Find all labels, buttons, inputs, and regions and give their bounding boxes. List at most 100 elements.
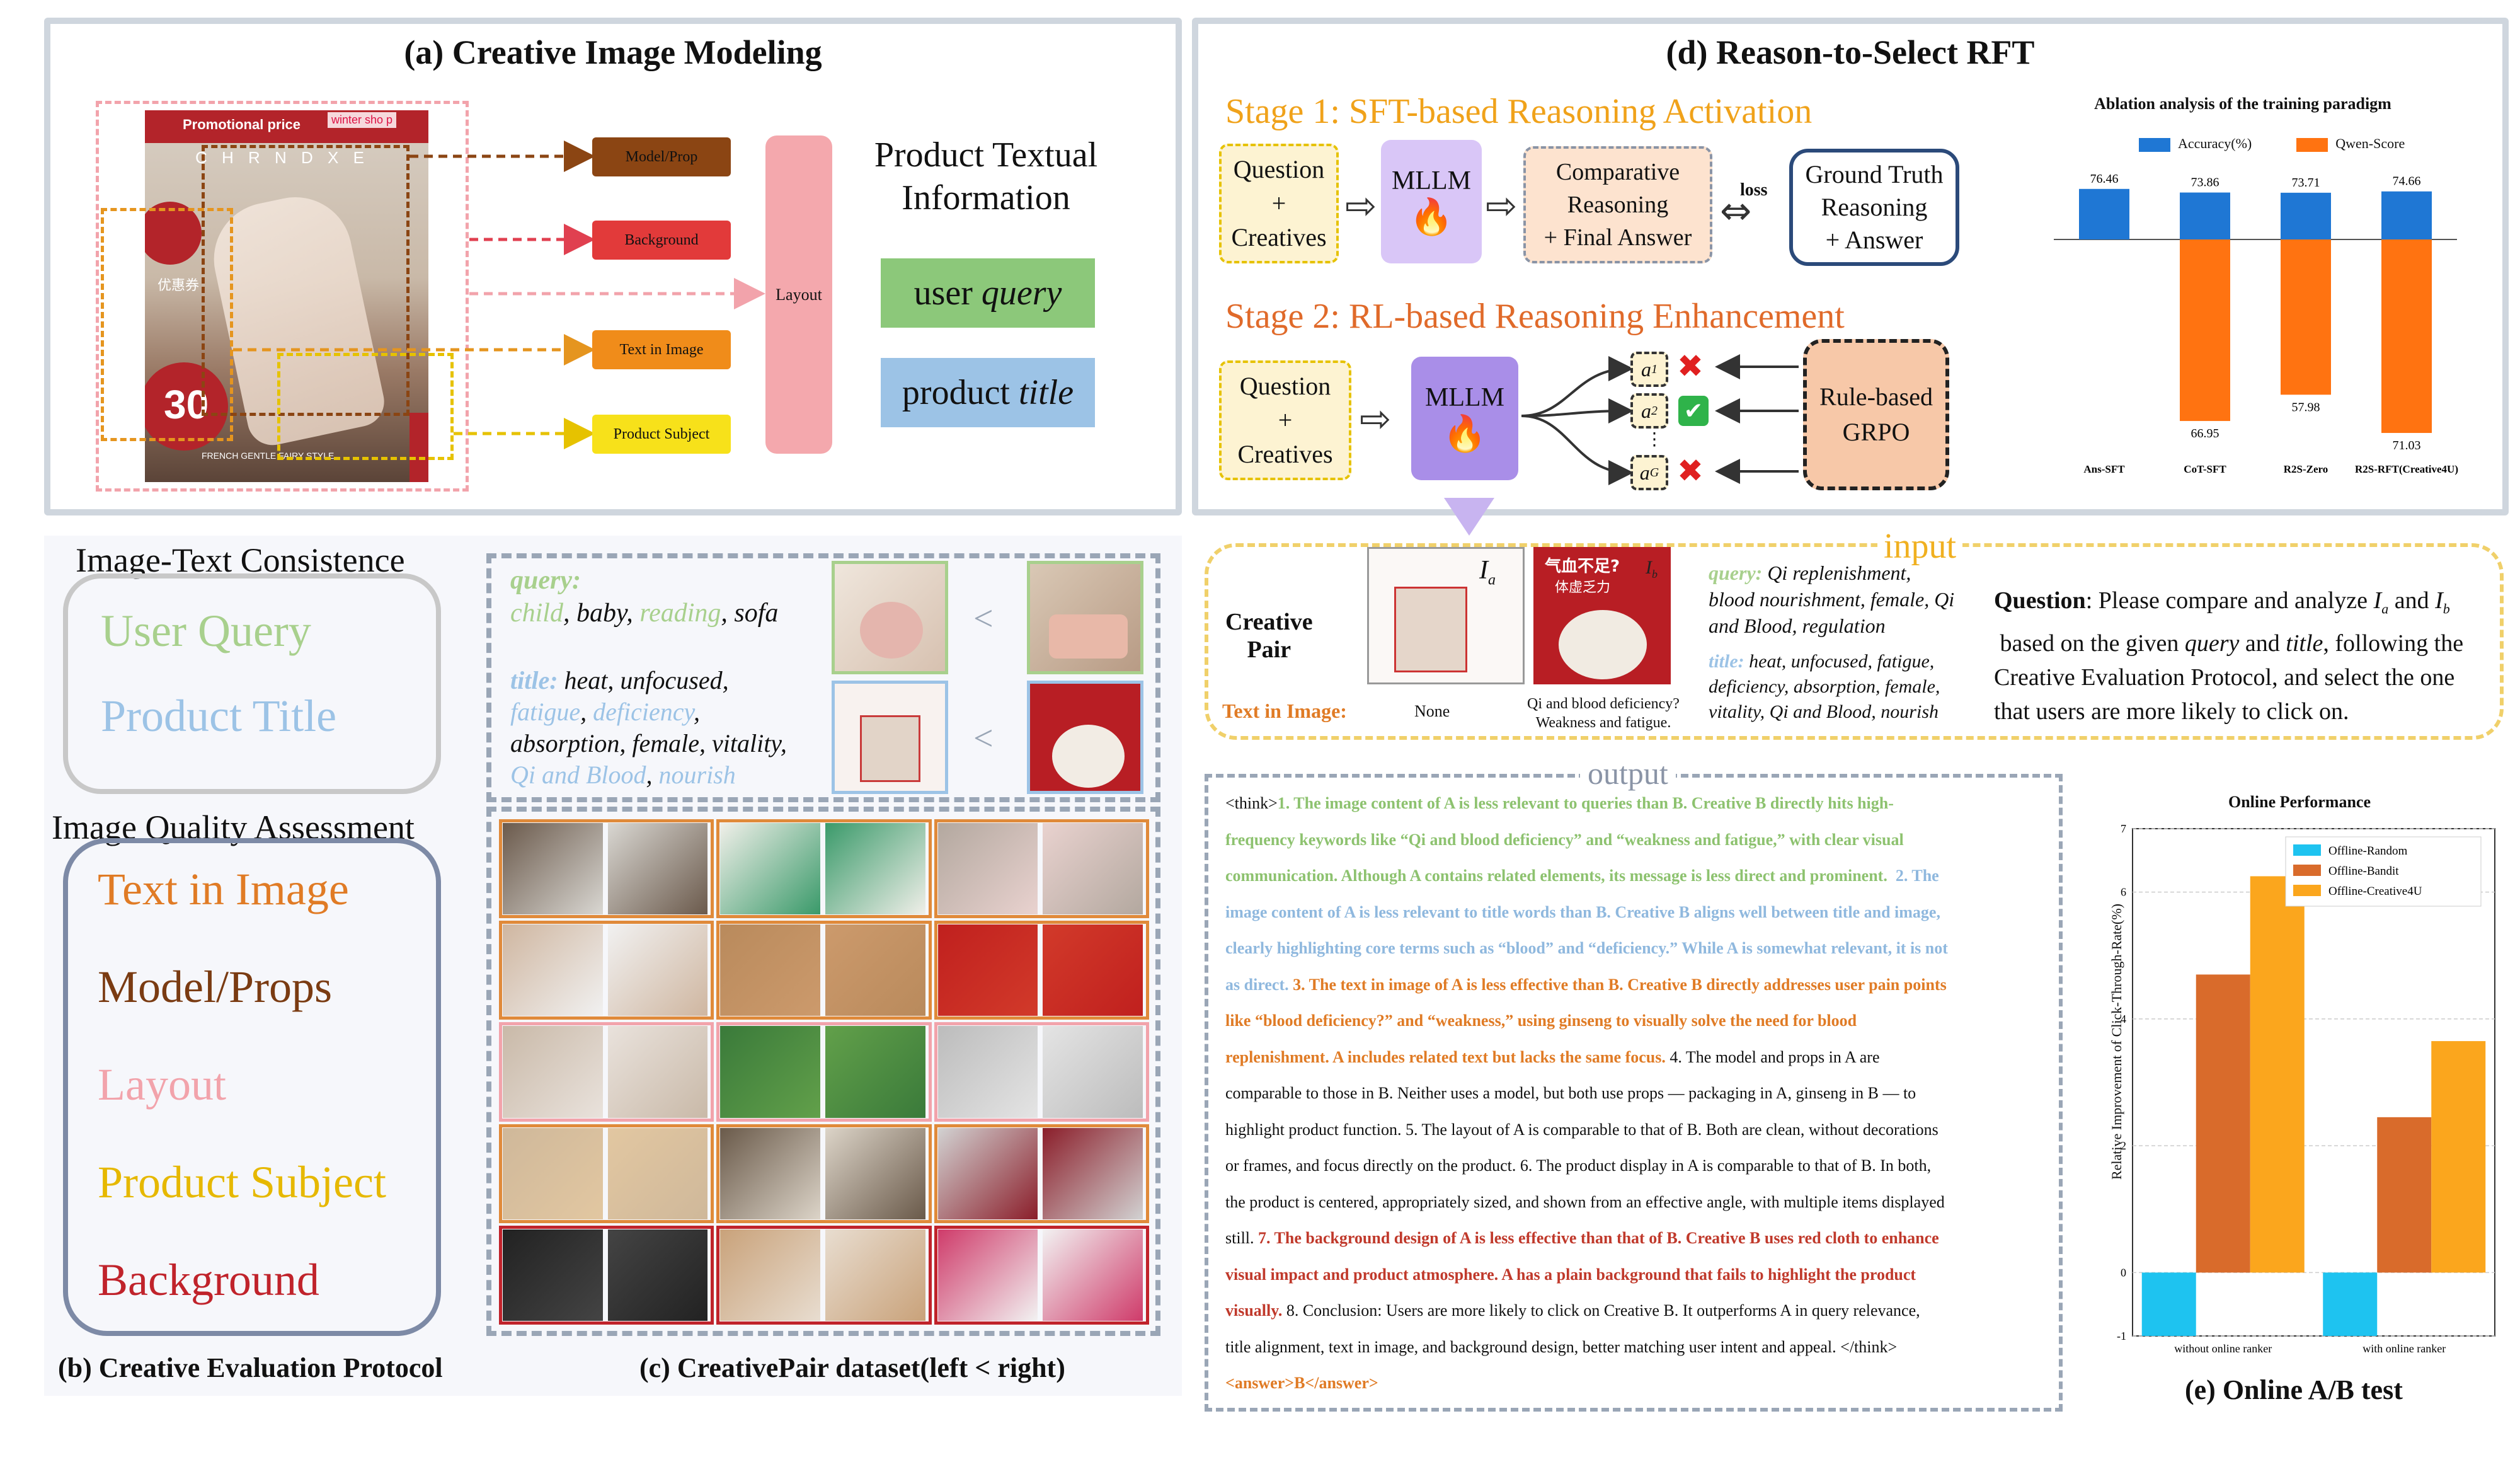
title-line1: heat, unfocused, (558, 666, 729, 694)
poster-red-circle-2 (145, 362, 228, 451)
q-seg2: and (2388, 587, 2429, 614)
online-ytick: 2 (2121, 1139, 2126, 1152)
q-ia-sub: a (2381, 601, 2389, 617)
loss-arrow: ⇔ (1720, 189, 1752, 233)
legend-swatch-qwen (2296, 137, 2328, 152)
comp-l3: + Final Answer (1544, 224, 1692, 251)
comparative-box: Comparative Reasoning + Final Answer (1523, 146, 1712, 263)
title-label: title: (510, 666, 558, 694)
b-text-2: Weakness and fatigue. (1535, 715, 1671, 731)
ablation-category: CoT-SFT (2184, 463, 2226, 475)
output-segment: 1. The image content of A is less releva… (1277, 794, 1894, 812)
ablation-label-qwen: 57.98 (2292, 400, 2320, 414)
grpo-box: Rule-based GRPO (1803, 339, 1949, 490)
online-plot-frame (2132, 828, 2495, 1337)
ia-sub: a (1488, 572, 1496, 589)
creative-a-label: Ia (1479, 555, 1496, 589)
grid-thumbnail (607, 1026, 708, 1118)
output-segment: still. (1225, 1229, 1259, 1247)
answer-ellipsis: ⋮ (1646, 430, 1663, 449)
online-bar (2323, 1272, 2378, 1336)
ablation-label-qwen: 71.03 (2393, 439, 2421, 452)
grid-thumbnail (607, 823, 708, 915)
input-query: query: Qi replenishment, blood nourishme… (1709, 560, 1954, 639)
creative-a-image: Ia (1367, 547, 1525, 684)
product-box (860, 715, 920, 782)
panel-d-title: (d) Reason-to-Select RFT (1666, 33, 2035, 71)
grid-thumbnail (503, 924, 603, 1016)
creative-pair-label: Creative Pair (1225, 608, 1313, 664)
item-product-subject: Product Subject (98, 1157, 386, 1207)
output-segment: title alignment, text in image, and back… (1225, 1337, 1898, 1356)
poster-winter-label: winter sho p (328, 112, 397, 128)
online-legend-label: Offline-Creative4U (2328, 885, 2422, 898)
pair-l1: Creative (1225, 609, 1313, 635)
bbox-text-in-image (101, 208, 233, 441)
ablation-legend: Accuracy(%) Qwen-Score (2139, 135, 2405, 152)
ablation-bar-qwen (2180, 239, 2230, 422)
s1-q: Question (1233, 155, 1325, 183)
output-line: replenishment. A includes related text b… (1225, 1042, 1880, 1073)
ablation-bar-accuracy (2079, 188, 2129, 239)
online-bar (2250, 876, 2305, 1273)
grpo-feedback-arrows (1715, 354, 1799, 484)
poster-image: Promotional price C H R N D X E 优惠券 30 F… (145, 110, 428, 482)
stage1-title: Stage 1: SFT-based Reasoning Activation (1225, 92, 1813, 131)
comp-l2: Reasoning (1567, 192, 1669, 218)
ablation-category: R2S-RFT(Creative4U) (2355, 463, 2458, 475)
item-product-title: Product Title (101, 691, 337, 741)
user-query-box: user query (881, 258, 1095, 328)
grid-pair-frame (934, 1022, 1149, 1122)
stage2-question-box: Question + Creatives (1219, 360, 1351, 480)
creative-b-overlay-2: 体虚乏力 (1555, 580, 1611, 596)
title-line3: absorption, female, vitality, (510, 729, 787, 757)
down-arrow (1444, 498, 1494, 536)
grid-pair-frame (499, 819, 714, 919)
s1-c: Creatives (1231, 223, 1327, 251)
online-bar (2431, 1041, 2486, 1273)
grid-thumbnail (607, 924, 708, 1016)
query-word-child: child (510, 599, 563, 628)
output-line: communication. Although A contains relat… (1225, 860, 1939, 892)
output-line: visual impact and product atmosphere. A … (1225, 1259, 1916, 1291)
online-category: with online ranker (2362, 1342, 2446, 1355)
b-text-1: Qi and blood deficiency? (1527, 696, 1680, 712)
ablation-chart-title: Ablation analysis of the training paradi… (2094, 95, 2391, 113)
grid-thumbnail (503, 1026, 603, 1118)
a1-var: a (1641, 357, 1651, 381)
stage1-mllm: MLLM 🔥 (1381, 140, 1482, 263)
grid-thumbnail (825, 1026, 925, 1118)
creative-b-label: Ib (1646, 557, 1658, 581)
grid-pair-frame (499, 1022, 714, 1122)
bbox-model-prop (202, 145, 410, 416)
gt-l2: Reasoning (1821, 193, 1928, 221)
a2-sub: 2 (1651, 403, 1658, 418)
gt-l1: Ground Truth (1805, 160, 1944, 188)
output-segment: visual impact and product atmosphere. A … (1225, 1265, 1916, 1284)
grid-thumbnail (1043, 1229, 1143, 1321)
grpo-l1: Rule-based (1819, 383, 1933, 411)
grid-thumbnail (1043, 823, 1143, 915)
label-model-prop: Model/Prop (592, 137, 731, 176)
grid-thumbnail (503, 1127, 603, 1219)
online-legend-label: Offline-Bandit (2328, 865, 2399, 878)
grid-thumbnail (720, 1026, 820, 1118)
panel-a-title: (a) Creative Image Modeling (404, 33, 822, 71)
ablation-label-accuracy: 76.46 (2090, 172, 2119, 186)
pair-examples-box (486, 553, 1160, 802)
bbox-background (96, 101, 469, 492)
q-ib-sub: b (2443, 601, 2450, 617)
output-line: comparable to those in B. Neither uses a… (1225, 1078, 1916, 1109)
s2-c: Creatives (1237, 440, 1333, 468)
output-segment: 3. The text in image of A is less effect… (1293, 975, 1947, 994)
ground-truth-box: Ground Truth Reasoning + Answer (1789, 149, 1959, 266)
grid-thumbnail (1043, 924, 1143, 1016)
grpo-l2: GRPO (1842, 418, 1910, 446)
ablation-chart: 76.46Ans-SFT73.8666.95CoT-SFT73.7157.98R… (2054, 172, 2458, 475)
ablation-label-accuracy: 73.86 (2191, 176, 2219, 190)
query-word-sofa: , sofa (721, 599, 779, 628)
output-line: as direct. 3. The text in image of A is … (1225, 969, 1947, 1001)
iq-l1: Qi replenishment, (1767, 561, 1911, 584)
iq-l2: blood nourishment, female, Qi (1709, 588, 1955, 611)
